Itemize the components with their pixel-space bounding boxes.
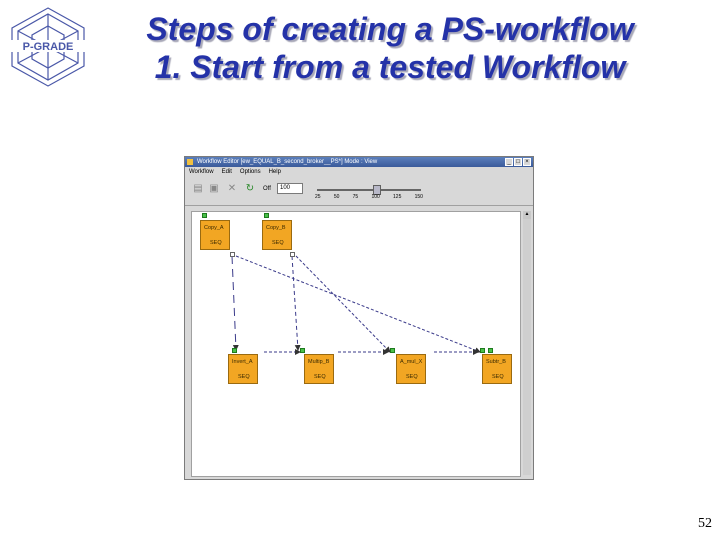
open-icon[interactable]: ▤	[193, 182, 203, 194]
slider-tick: 75	[352, 194, 359, 200]
job-name: Invert_A	[232, 359, 253, 365]
menu-edit[interactable]: Edit	[221, 169, 232, 175]
input-port[interactable]	[480, 348, 485, 353]
job-copy-b[interactable]: Copy_B SEQ	[262, 220, 292, 250]
app-icon	[187, 159, 193, 165]
output-port[interactable]	[230, 252, 235, 257]
job-type: SEQ	[238, 374, 250, 380]
input-port[interactable]	[232, 348, 237, 353]
edge	[231, 255, 239, 351]
edge	[291, 255, 301, 351]
slide-title-line-2: 1. Start from a tested Workflow	[154, 49, 626, 85]
slide-title: Steps of creating a PS-workflow 1. Start…	[100, 10, 680, 86]
toolbar: ▤ ▣ ✕ ↻ Off 100 25 50 75 100 125 150	[185, 177, 533, 206]
job-type: SEQ	[272, 240, 284, 246]
input-port[interactable]	[202, 213, 207, 218]
window-title: Workflow Editor	[197, 159, 239, 165]
zoom-slider[interactable]: 25 50 75 100 125 150	[313, 180, 425, 202]
minimize-button[interactable]: _	[505, 158, 513, 166]
slider-tick: 125	[393, 194, 402, 200]
job-name: A_mul_X	[400, 359, 423, 365]
job-type: SEQ	[492, 374, 504, 380]
p-grade-logo: P-GRADE	[10, 7, 86, 87]
job-a-mul-x[interactable]: A_mul_X SEQ	[396, 354, 426, 384]
close-button[interactable]: ×	[523, 158, 531, 166]
menu-bar: Workflow Edit Options Help	[185, 167, 533, 177]
menu-options[interactable]: Options	[239, 169, 261, 175]
edge	[235, 255, 481, 353]
zoom-label: Off	[263, 186, 271, 192]
job-name: Multip_B	[308, 359, 330, 365]
window-title-detail: [ew_EQUAL_B_second_broker__PS*]	[240, 159, 343, 165]
vertical-scrollbar[interactable]: ▲	[523, 211, 531, 475]
job-name: Copy_B	[266, 225, 286, 231]
job-invert-a[interactable]: Invert_A SEQ	[228, 354, 258, 384]
job-type: SEQ	[314, 374, 326, 380]
workflow-canvas[interactable]: Copy_A SEQ Copy_B SEQ Invert_A SEQ Multi…	[191, 211, 521, 477]
workflow-editor-window: Workflow Editor [ew_EQUAL_B_second_broke…	[184, 156, 534, 480]
delete-icon[interactable]: ✕	[227, 182, 237, 194]
menu-workflow[interactable]: Workflow	[189, 169, 214, 175]
slider-track	[317, 189, 421, 191]
window-titlebar[interactable]: Workflow Editor [ew_EQUAL_B_second_broke…	[185, 157, 533, 167]
slider-tick: 25	[315, 194, 321, 200]
slide-title-line-1: Steps of creating a PS-workflow	[146, 11, 634, 47]
slider-tick: 100	[371, 194, 380, 200]
job-copy-a[interactable]: Copy_A SEQ	[200, 220, 230, 250]
slider-tick: 150	[414, 194, 423, 200]
job-subtr-b[interactable]: Subtr_B SEQ	[482, 354, 512, 384]
job-type: SEQ	[406, 374, 418, 380]
slider-thumb[interactable]	[373, 185, 381, 195]
svg-text:P-GRADE: P-GRADE	[23, 41, 74, 53]
menu-help[interactable]: Help	[268, 169, 281, 175]
job-name: Subtr_B	[486, 359, 506, 365]
input-port[interactable]	[264, 213, 269, 218]
job-name: Copy_A	[204, 225, 224, 231]
input-port[interactable]	[488, 348, 493, 353]
save-icon[interactable]: ▣	[209, 182, 219, 194]
edge	[295, 255, 391, 353]
workflow-edges	[231, 255, 481, 355]
zoom-input[interactable]: 100	[277, 183, 303, 194]
page-number: 52	[698, 516, 712, 531]
slider-tick: 50	[333, 194, 340, 200]
window-mode: Mode : View	[344, 159, 378, 165]
input-port[interactable]	[390, 348, 395, 353]
job-multip-b[interactable]: Multip_B SEQ	[304, 354, 334, 384]
job-type: SEQ	[210, 240, 222, 246]
refresh-icon[interactable]: ↻	[245, 182, 255, 194]
maximize-button[interactable]: □	[514, 158, 522, 166]
scroll-up-icon[interactable]: ▲	[523, 211, 531, 219]
input-port[interactable]	[300, 348, 305, 353]
output-port[interactable]	[290, 252, 295, 257]
